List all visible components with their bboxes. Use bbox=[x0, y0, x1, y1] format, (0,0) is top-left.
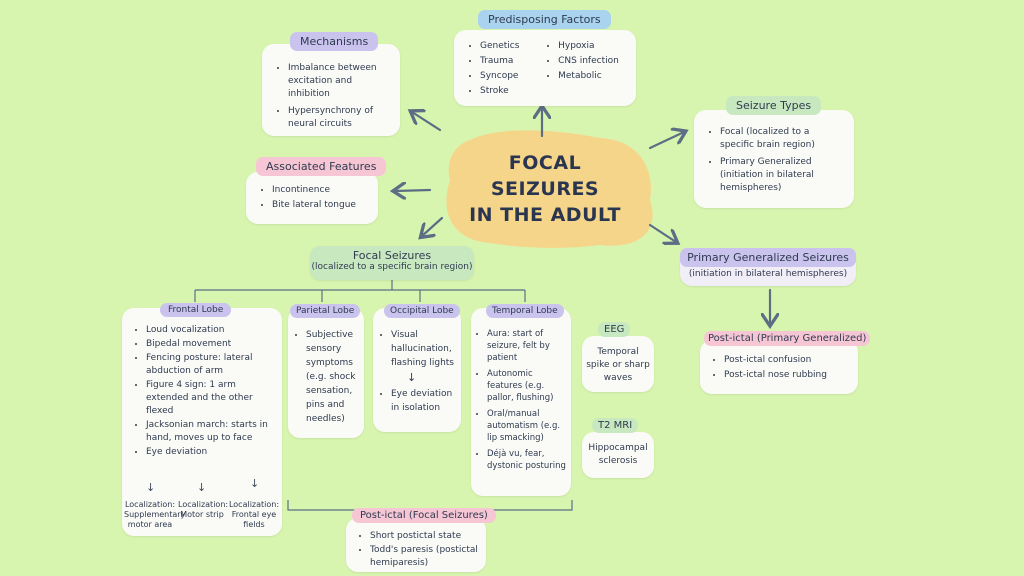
temporal-lobe-title: Temporal Lobe bbox=[486, 304, 564, 318]
associated-item: Bite lateral tongue bbox=[272, 199, 370, 212]
frontal-item: Figure 4 sign: 1 arm extended and the ot… bbox=[146, 379, 274, 418]
mechanisms-item: Hypersynchrony of neural circuits bbox=[288, 105, 392, 131]
focal-tree-line bbox=[194, 278, 526, 302]
postictal-gen-card: Post-ictal confusion Post-ictal nose rub… bbox=[700, 340, 858, 394]
focal-header: Focal Seizures (localized to a specific … bbox=[310, 246, 474, 280]
eeg-title: EEG bbox=[598, 322, 631, 337]
frontal-lobe-card: Loud vocalization Bipedal movement Fenci… bbox=[122, 308, 282, 536]
frontal-item: Eye deviation bbox=[146, 446, 274, 459]
frontal-item: Fencing posture: lateral abduction of ar… bbox=[146, 352, 274, 378]
frontal-item: Loud vocalization bbox=[146, 324, 274, 337]
seizure-types-title: Seizure Types bbox=[726, 96, 822, 115]
occipital-item: Eye deviation in isolation bbox=[391, 387, 456, 415]
predisposing-item: Hypoxia bbox=[558, 40, 628, 53]
postictal-gen-title: Post-ictal (Primary Generalized) bbox=[704, 331, 871, 346]
frontal-lobe-title: Frontal Lobe bbox=[160, 303, 232, 317]
predisposing-item: Syncope bbox=[480, 70, 542, 83]
postictal-gen-item: Post-ictal confusion bbox=[724, 354, 852, 367]
temporal-item: Déjà vu, fear, dystonic posturing bbox=[487, 448, 567, 472]
arrow-to-seizure-types bbox=[648, 132, 684, 150]
mechanisms-card: Imbalance between excitation and inhibit… bbox=[262, 44, 400, 136]
postictal-focal-item: Short postictal state bbox=[370, 530, 480, 543]
predisposing-item: Genetics bbox=[480, 40, 542, 53]
postictal-focal-item: Todd's paresis (postictal hemiparesis) bbox=[370, 544, 480, 570]
frontal-localization-fef: Localization: Frontal eye fields bbox=[228, 500, 280, 529]
frontal-item: Bipedal movement bbox=[146, 338, 274, 351]
mri-title: T2 MRI bbox=[592, 418, 639, 433]
postictal-focal-title: Post-ictal (Focal Seizures) bbox=[352, 508, 496, 523]
arrow-to-primary-generalized bbox=[648, 223, 676, 242]
temporal-item: Aura: start of seizure, felt by patient bbox=[487, 328, 567, 364]
center-title-line2: SEIZURES bbox=[490, 178, 600, 200]
predisposing-item: CNS infection bbox=[558, 55, 628, 68]
predisposing-item: Stroke bbox=[480, 85, 542, 98]
mechanisms-item: Imbalance between excitation and inhibit… bbox=[288, 62, 392, 101]
frontal-localization-sma: Localization: Supplementary motor area bbox=[124, 500, 186, 529]
temporal-item: Oral/manual automatism (e.g. lip smackin… bbox=[487, 408, 567, 444]
down-arrow-icon: ↓ bbox=[146, 481, 156, 494]
predisposing-title: Predisposing Factors bbox=[478, 10, 611, 29]
parietal-lobe-title: Parietal Lobe bbox=[290, 304, 361, 318]
eeg-card: Temporal spike or sharp waves bbox=[582, 336, 654, 392]
temporal-item: Autonomic features (e.g. pallor, flushin… bbox=[487, 368, 567, 404]
associated-item: Incontinence bbox=[272, 184, 370, 197]
postictal-focal-card: Short postictal state Todd's paresis (po… bbox=[346, 518, 486, 572]
frontal-localization-motor: Localization: Motor strip bbox=[178, 500, 229, 519]
predisposing-item: Metabolic bbox=[558, 70, 628, 83]
down-arrow-icon: ↓ bbox=[407, 371, 417, 384]
occipital-lobe-card: Visual hallucination, flashing lights ↓ … bbox=[373, 308, 461, 432]
center-title: FOCAL SEIZURES IN THE ADULT bbox=[455, 150, 635, 228]
primary-generalized-subtitle: (initiation in bilateral hemispheres) bbox=[688, 269, 848, 279]
occipital-lobe-title: Occipital Lobe bbox=[384, 304, 460, 318]
seizure-types-item: Primary Generalized (initiation in bilat… bbox=[720, 156, 846, 195]
mri-text: Hippocampal sclerosis bbox=[588, 443, 648, 466]
predisposing-card: Genetics Trauma Syncope Stroke Hypoxia C… bbox=[454, 30, 636, 106]
down-arrow-icon: ↓ bbox=[250, 477, 260, 490]
parietal-lobe-card: Subjective sensory symptoms (e.g. shock … bbox=[288, 308, 364, 438]
occipital-item: Visual hallucination, flashing lights bbox=[391, 328, 456, 370]
down-arrow-icon: ↓ bbox=[197, 481, 207, 494]
center-title-line1: FOCAL bbox=[508, 152, 582, 174]
primary-generalized-header: Primary Generalized Seizures (initiation… bbox=[680, 248, 856, 286]
seizure-types-item: Focal (localized to a specific brain reg… bbox=[720, 126, 846, 152]
frontal-item: Jacksonian march: starts in hand, moves … bbox=[146, 419, 274, 445]
predisposing-item: Trauma bbox=[480, 55, 542, 68]
arrow-to-mechanisms bbox=[412, 112, 442, 132]
arrow-to-focal bbox=[422, 216, 444, 236]
primary-generalized-title: Primary Generalized Seizures bbox=[680, 248, 856, 267]
arrow-to-associated bbox=[395, 190, 432, 191]
mri-card: Hippocampal sclerosis bbox=[582, 432, 654, 478]
focal-title: Focal Seizures bbox=[352, 249, 432, 262]
associated-title: Associated Features bbox=[256, 157, 387, 176]
associated-card: Incontinence Bite lateral tongue bbox=[246, 172, 378, 224]
postictal-gen-item: Post-ictal nose rubbing bbox=[724, 369, 852, 382]
eeg-text: Temporal spike or sharp waves bbox=[586, 347, 650, 383]
focal-subtitle: (localized to a specific brain region) bbox=[311, 262, 473, 272]
seizure-types-card: Focal (localized to a specific brain reg… bbox=[694, 110, 854, 208]
center-blob bbox=[446, 130, 653, 248]
temporal-lobe-card: Aura: start of seizure, felt by patient … bbox=[471, 308, 571, 496]
center-title-line3: IN THE ADULT bbox=[469, 204, 621, 226]
mechanisms-title: Mechanisms bbox=[290, 32, 379, 51]
parietal-item: Subjective sensory symptoms (e.g. shock … bbox=[306, 328, 359, 426]
